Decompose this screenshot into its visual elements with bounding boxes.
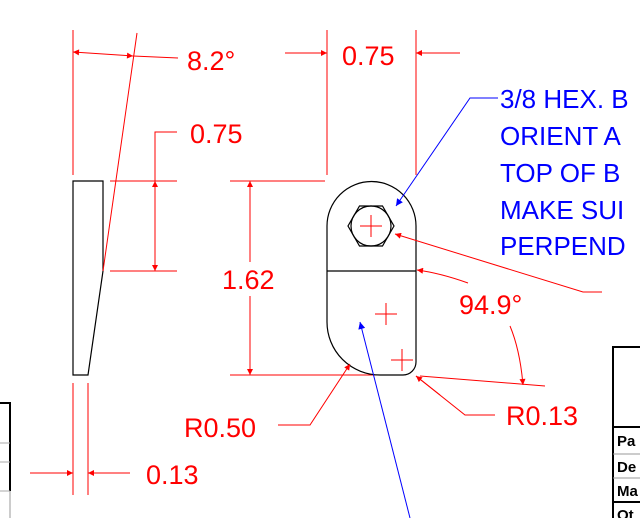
center-mark-icon xyxy=(375,303,397,325)
note-block: 3/8 HEX. B ORIENT A TOP OF B MAKE SUI PE… xyxy=(500,84,629,261)
side-view-outline xyxy=(72,180,104,376)
dim-thickness-bottom: 0.13 xyxy=(146,460,199,490)
front-view xyxy=(326,180,417,376)
dim-height-total: 1.62 xyxy=(222,265,275,295)
note-line: PERPEND xyxy=(500,231,626,261)
note-line: ORIENT A xyxy=(500,121,622,151)
part-outline xyxy=(326,180,417,376)
dim-radius-large-arrow xyxy=(278,363,351,426)
title-block-cell: Ma xyxy=(617,483,638,500)
dim-leader xyxy=(132,55,179,59)
note-line: MAKE SUI xyxy=(500,195,624,225)
extension-line xyxy=(419,375,546,387)
note-leader xyxy=(395,97,498,207)
note-line: TOP OF B xyxy=(500,158,620,188)
side-view xyxy=(72,30,177,495)
dim-angle-side-arrow xyxy=(509,325,526,386)
dim-angle-taper: 8.2° xyxy=(187,46,235,76)
dim-angle-taper-arrow xyxy=(72,49,134,59)
hex-bolt-icon xyxy=(347,205,395,247)
dim-height-upper: 0.75 xyxy=(190,119,243,149)
dim-radius-small: R0.13 xyxy=(506,401,578,431)
title-block-cell: Pa xyxy=(617,433,636,450)
dim-radius-large: R0.50 xyxy=(184,413,256,443)
note-line: 3/8 HEX. B xyxy=(500,84,629,114)
dim-width-top: 0.75 xyxy=(342,41,395,71)
title-block-cell: De xyxy=(617,459,636,476)
dim-radius-small-arrow xyxy=(415,375,441,396)
title-block: Pa De Ma Ot xyxy=(612,346,640,518)
dim-angle-side: 94.9° xyxy=(459,290,522,320)
center-mark-icon xyxy=(391,349,413,371)
hex-bolt-circle xyxy=(350,205,392,247)
title-block-cell: Ot xyxy=(617,507,634,518)
center-mark-icon xyxy=(360,215,382,237)
dim-leader xyxy=(154,131,177,181)
hex-leader xyxy=(394,232,602,293)
dim-angle-side-arrow xyxy=(416,267,469,284)
taper-extension-line xyxy=(102,32,138,272)
left-table-fragment xyxy=(0,402,11,518)
note-leader xyxy=(358,321,411,518)
dim-leader xyxy=(415,375,495,416)
